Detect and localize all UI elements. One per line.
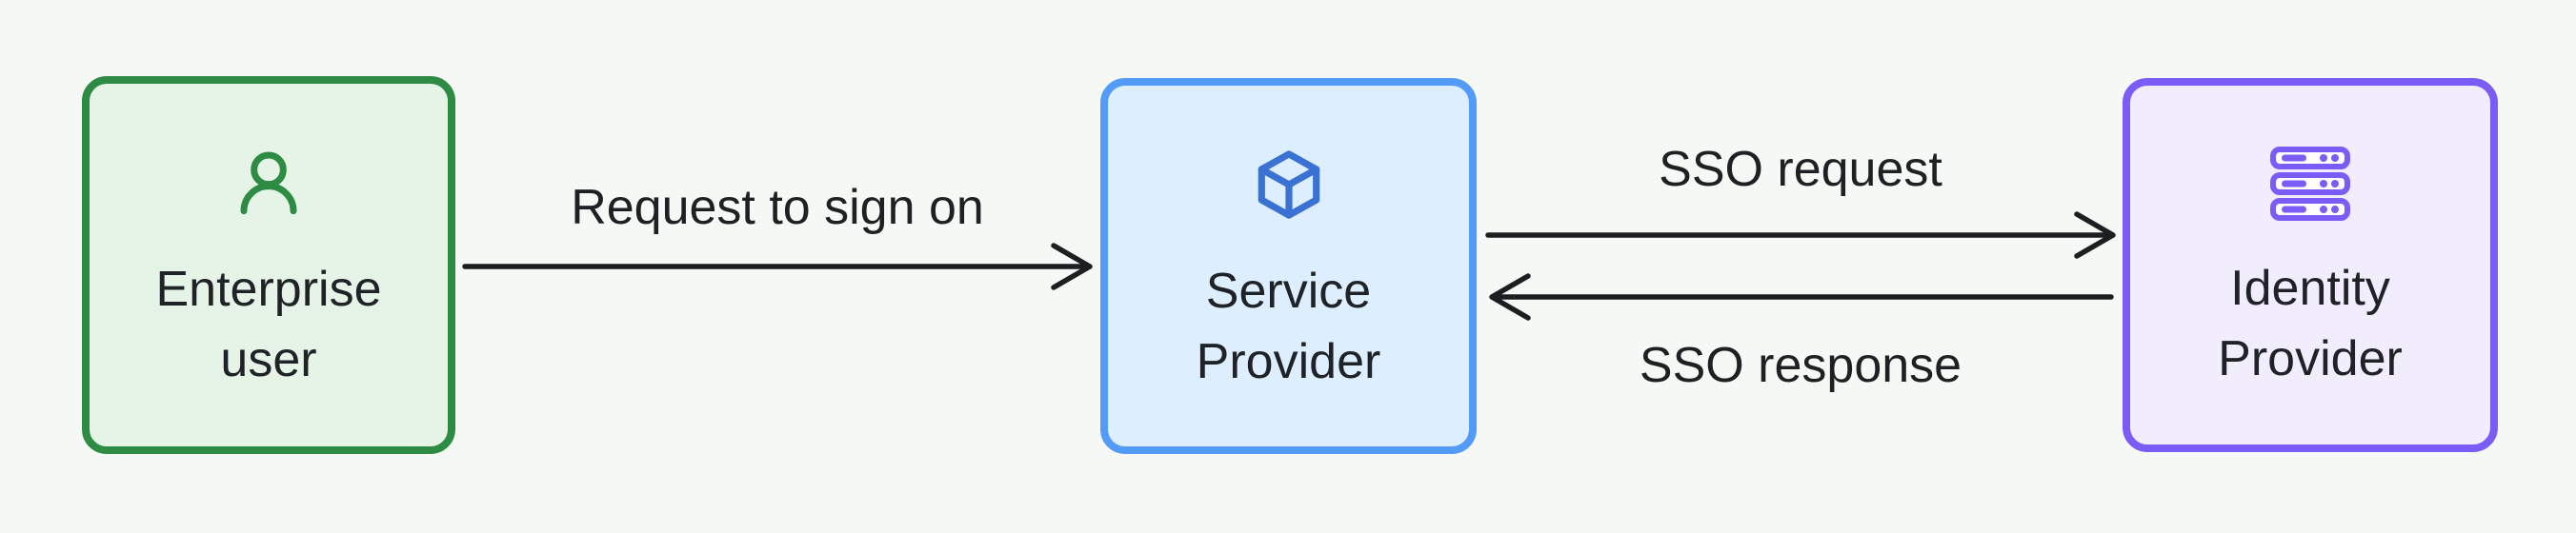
- user-icon: [240, 151, 297, 214]
- arrow-sso-response: [1489, 273, 2114, 321]
- arrow-sso-request: [1485, 211, 2116, 259]
- cube-icon: [1258, 149, 1319, 219]
- edge-label-sso-request: SSO request: [1659, 142, 1942, 197]
- arrow-request-to-sign-on: [462, 243, 1093, 290]
- node-label-identity-provider: Identity Provider: [2218, 260, 2403, 386]
- edge-label-sso-response: SSO response: [1639, 338, 1962, 393]
- node-label-enterprise-user: Enterprise user: [155, 261, 382, 387]
- node-label-service-provider: Service Provider: [1196, 263, 1381, 389]
- node-service-provider: Service Provider: [1100, 78, 1477, 454]
- node-enterprise-user: Enterprise user: [82, 76, 455, 454]
- edge-label-request-to-sign-on: Request to sign on: [571, 180, 984, 235]
- node-identity-provider: Identity Provider: [2123, 78, 2498, 452]
- server-stack-icon: [2270, 146, 2350, 221]
